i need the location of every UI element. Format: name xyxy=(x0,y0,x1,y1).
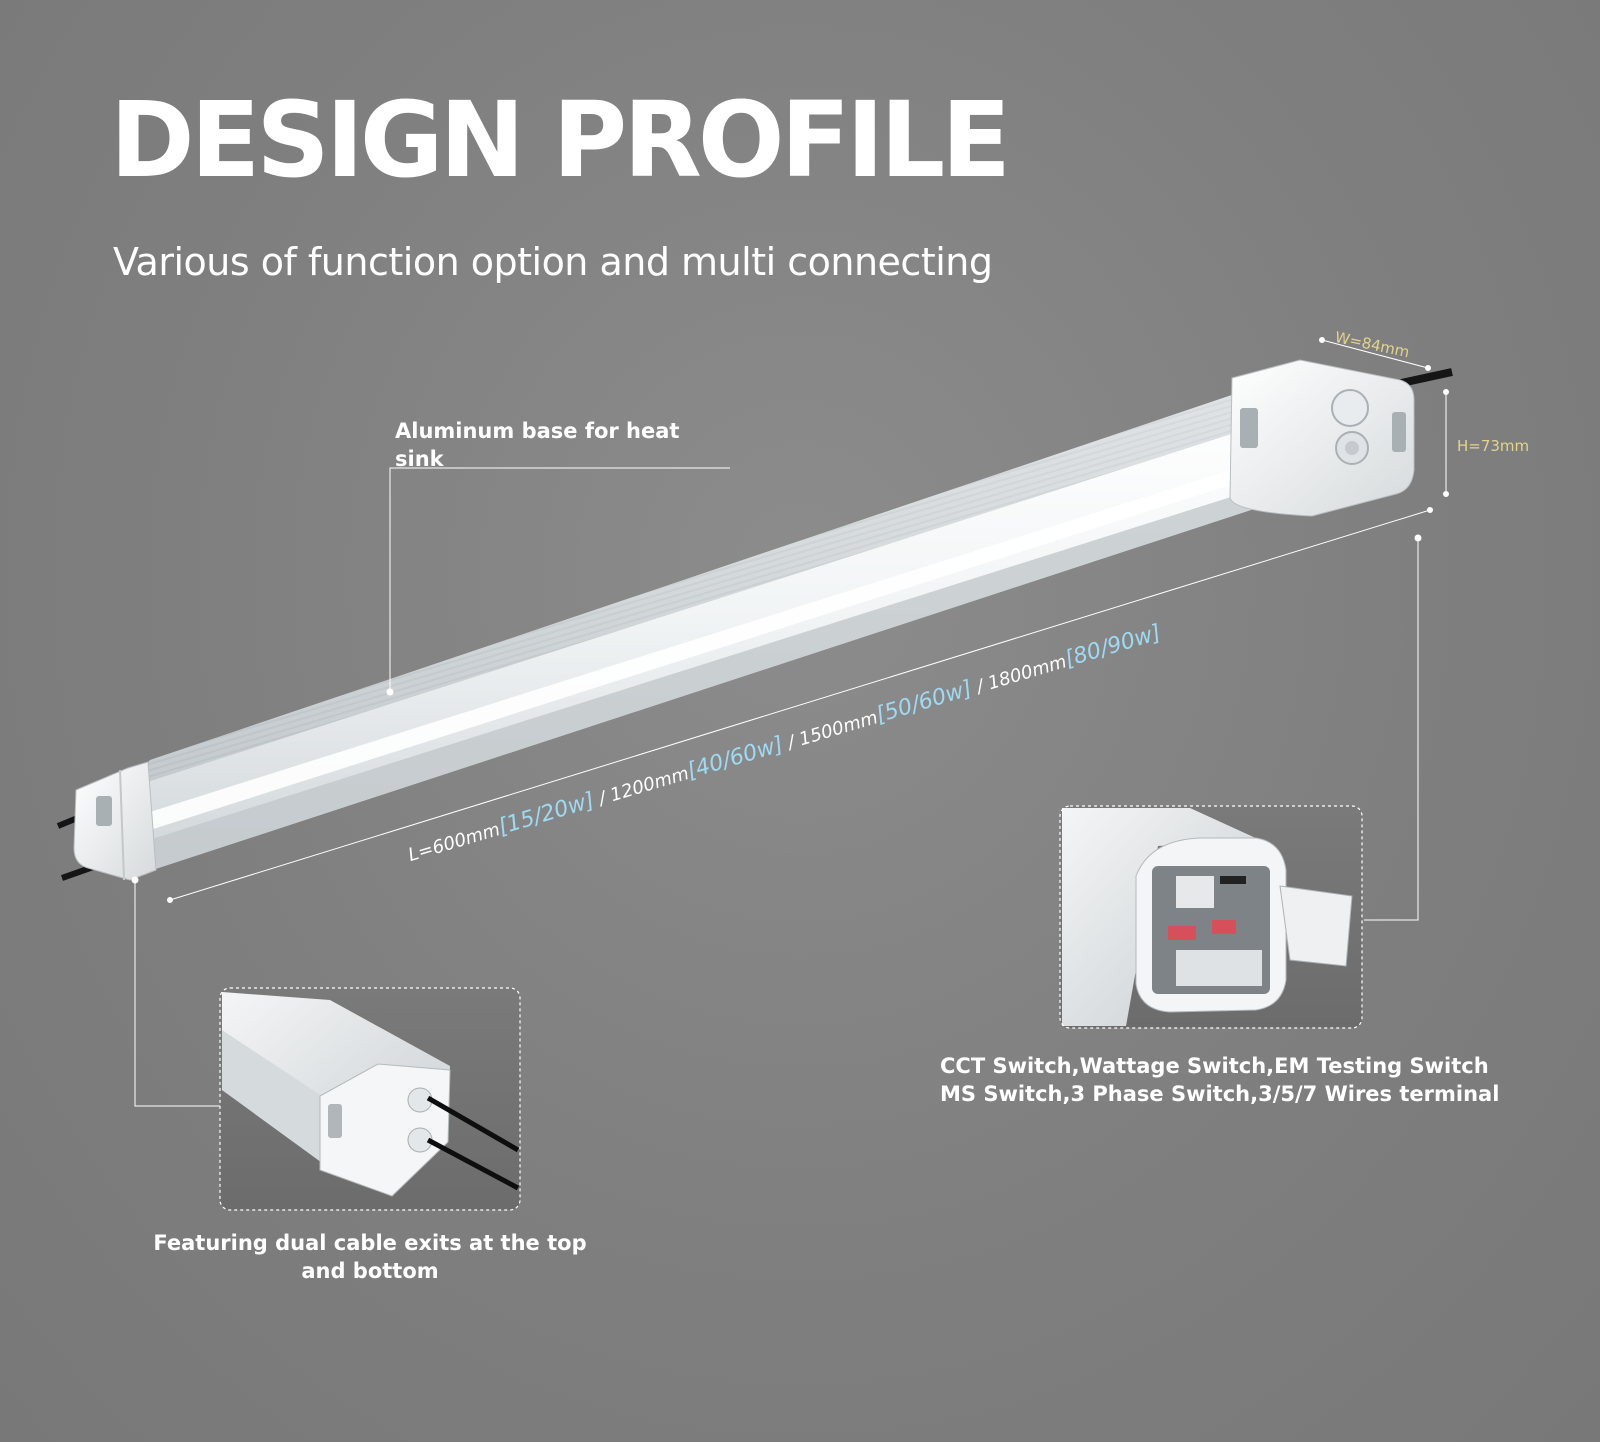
left-end-cap xyxy=(73,761,157,881)
switch-callout-line2: MS Switch,3 Phase Switch,3/5/7 Wires ter… xyxy=(940,1082,1500,1106)
right-end-cap xyxy=(1229,359,1415,517)
inset-cable-exit xyxy=(219,987,521,1211)
height-dimension: H=73mm xyxy=(1457,437,1530,455)
tube-body xyxy=(128,372,1318,878)
switch-callout-line1: CCT Switch,Wattage Switch,EM Testing Swi… xyxy=(940,1054,1489,1078)
inset-switch-terminal xyxy=(1059,805,1363,1029)
dimension-lines xyxy=(167,337,1449,903)
callout-lines xyxy=(131,467,1422,1107)
page-subtitle: Various of function option and multi con… xyxy=(113,240,993,284)
cable-callout: Featuring dual cable exits at the top an… xyxy=(153,1231,587,1283)
aluminum-callout: Aluminum base for heat sink xyxy=(395,419,680,471)
switch-callout: CCT Switch,Wattage Switch,EM Testing Swi… xyxy=(940,1052,1500,1108)
page-title: DESIGN PROFILE xyxy=(110,79,1011,201)
